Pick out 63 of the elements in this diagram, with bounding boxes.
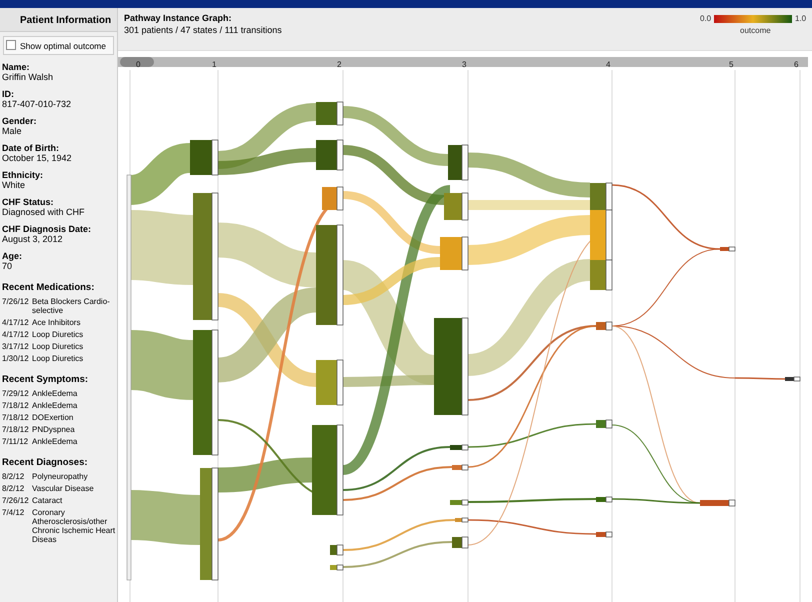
section-heading: Recent Symptoms: [2, 374, 90, 385]
list-item-text: AnkleEdema [32, 389, 78, 398]
scale-min-label: 0.0 [700, 14, 712, 23]
date-text: 7/4/12 [2, 508, 26, 519]
list-item-text: Loop Diuretics [32, 342, 84, 351]
step-number: 1 [212, 60, 216, 69]
date-text: 7/18/12 [2, 425, 30, 434]
step-number: 4 [606, 60, 610, 69]
list-item-text: Polyneuropathy [32, 472, 89, 481]
scale-title: outcome [740, 26, 771, 35]
date-text: 8/2/12 [2, 484, 26, 493]
list-item-text: DOExertion [32, 413, 74, 422]
step-number: 2 [337, 60, 342, 69]
field-label: ID: [2, 89, 15, 99]
list-item-text: Vascular Disease [32, 484, 95, 493]
date-text: 7/18/12 [2, 413, 30, 422]
date-text: 4/17/12 [2, 318, 30, 327]
date-text: 8/2/12 [2, 472, 26, 481]
list-item-text: Coronary Atherosclerosis/other Chronic Ischemic Heart Diseas [32, 508, 116, 544]
field-label: Age: [2, 251, 23, 261]
field-value: White [2, 180, 26, 190]
date-text: 4/17/12 [2, 330, 30, 339]
summary-text: 301 patients / 47 states / 111 transitions [124, 25, 282, 35]
graph-header-panel [118, 8, 812, 51]
list-item-text: Loop Diuretics [32, 354, 84, 363]
list-item-text: AnkleEdema [32, 437, 78, 446]
section-heading: Recent Medications: [2, 282, 96, 293]
section-heading: Recent Diagnoses: [2, 457, 89, 468]
field-label: CHF Diagnosis Date: [2, 224, 92, 234]
field-value: 70 [2, 261, 14, 271]
step-number: 3 [462, 60, 466, 69]
field-label: Ethnicity: [2, 170, 44, 180]
date-text: 3/17/12 [2, 342, 30, 351]
step-number: 0 [136, 60, 140, 69]
date-text: 7/26/12 [2, 496, 30, 505]
checkbox: Show optimal outcome [3, 36, 114, 55]
sidebar-panel [0, 8, 118, 602]
field-value: Diagnosed with CHF [2, 207, 86, 217]
scale-max-label: 1.0 [795, 14, 806, 23]
field-label: Date of Birth: [2, 143, 60, 153]
list-item-text: PNDyspnea [32, 425, 76, 434]
field-value: Male [2, 126, 23, 136]
field-label: Name: [2, 62, 31, 72]
step-number: 6 [794, 60, 798, 69]
list-item-text: Beta Blockers Cardio-selective [32, 297, 111, 315]
list-item-text: Ace Inhibitors [32, 318, 82, 327]
date-text: 7/18/12 [2, 401, 30, 410]
list-item-text: Loop Diuretics [32, 330, 84, 339]
date-text: 7/29/12 [2, 389, 30, 398]
field-label: CHF Status: [2, 197, 54, 207]
field-value: 817-407-010-732 [2, 99, 72, 109]
field-value: Griffin Walsh [2, 72, 54, 82]
panel-heading: Pathway Instance Graph: [124, 13, 232, 23]
field-label: Gender: [2, 116, 38, 126]
date-text: 7/11/12 [2, 437, 30, 446]
list-item-text: Cataract [32, 496, 64, 505]
date-text: 1/30/12 [2, 354, 30, 363]
step-number: 5 [729, 60, 734, 69]
list-item-text: AnkleEdema [32, 401, 78, 410]
field-value: August 3, 2012 [2, 234, 64, 244]
date-text: 7/26/12 [2, 297, 30, 308]
panel-heading: Patient Information [0, 8, 117, 32]
field-value: October 15, 1942 [2, 153, 73, 163]
